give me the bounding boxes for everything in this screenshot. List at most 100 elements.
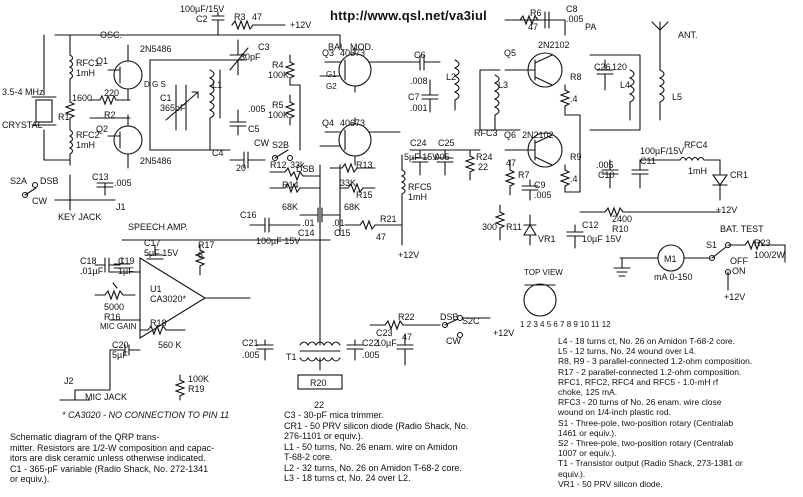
c6-value: .008 [410, 76, 428, 86]
c9-ref: C9 [534, 180, 546, 190]
q6-value: 2N2102 [522, 130, 554, 140]
c12-value: 10µF 15V [582, 234, 622, 244]
caption-mid: C3 - 30-pF mica trimmer. CR1 - 50 PRV si… [284, 410, 549, 484]
ant-label: ANT. [678, 30, 698, 40]
cw-label-2: CW [254, 138, 269, 148]
j2-label: J2 [64, 376, 74, 386]
c22-ref: C22 [362, 338, 379, 348]
c20-ref: C20 [112, 340, 129, 350]
caption-line: S2 - Three-pole, two-position rotary (Ce… [558, 438, 734, 449]
c11-value: 100µF/15V [640, 146, 685, 156]
c17-ref: C17 [144, 238, 161, 248]
q1-pin-labels: D G S [144, 80, 166, 89]
dsb-label-1: DSB [40, 176, 59, 186]
c19-value: 1µF [118, 266, 134, 276]
c8-value: .005 [566, 14, 584, 24]
dsb-label-3: DSB [440, 312, 459, 322]
g1-label: G1 [326, 70, 337, 79]
caption-line: equiv.). [558, 468, 586, 479]
r21-value: 47 [376, 232, 387, 242]
r14-ref: R14 [282, 180, 299, 190]
top-view-label: TOP VIEW [524, 268, 563, 277]
r22-ref: R22 [398, 312, 415, 322]
r2-ref: R2 [104, 110, 116, 120]
caption-left: Schematic diagram of the QRP trans- mitt… [10, 432, 270, 485]
c22-value: .005 [362, 350, 380, 360]
r15-ref: R15 [356, 190, 373, 200]
supply-label-2: +12V [398, 250, 420, 260]
osc-label: OSC. [100, 30, 123, 40]
l3-ref: L3 [498, 80, 509, 90]
c11-ref: C11 [640, 156, 656, 166]
c3-ref: C3 [258, 42, 270, 52]
s2b-label: S2B [272, 140, 290, 150]
off-label: OFF [730, 256, 748, 266]
r22-value: 47 [402, 332, 413, 342]
r1-value: 1600 [72, 93, 93, 103]
supply-label-1: +12V [290, 20, 312, 30]
r11-value: 300 [482, 222, 498, 232]
caption-line: 1461 or equiv.). [558, 427, 617, 438]
r13-value: 33K [340, 178, 357, 188]
r18-value: 560 K [158, 340, 182, 350]
r18-ref: R18 [150, 318, 167, 328]
caption-line: RFC1, RFC2, RFC4 and RFC5 - 1.0-mH rf [558, 376, 719, 387]
l1-ref: L1 [212, 80, 223, 90]
c10-ref: C10 [598, 170, 615, 180]
q3-value: 40673 [340, 48, 366, 58]
u1-pin-labels: 1 2 3 4 5 6 7 8 9 10 11 12 [520, 320, 611, 329]
r7-ref: R7 [518, 170, 530, 180]
c24-value: 5µF 15V [404, 152, 439, 162]
q4-value: 40673 [340, 118, 366, 128]
c24-ref: C24 [410, 138, 427, 148]
meter-ref: M1 [664, 254, 677, 264]
rfc2-value: 1mH [76, 140, 96, 150]
r13-ref: R13 [356, 160, 373, 170]
r7-value: 47 [506, 158, 517, 168]
supply-label-4: +12V [493, 328, 515, 338]
caption-line: CR1 - 50 PRV silicon diode (Radio Shack,… [284, 420, 469, 431]
c3-value: 30pF [240, 52, 261, 62]
q1-ref: Q1 [96, 56, 109, 66]
on-label: ON [732, 266, 746, 276]
c8-ref: C8 [566, 4, 578, 14]
c10-value: .005 [596, 160, 614, 170]
c1-ref: C1 [160, 93, 172, 103]
q4-ref: Q4 [322, 118, 335, 128]
c15-ref: C15 [334, 228, 351, 238]
caption-line: L5 - 12 turns, No. 24 wound over L4. [558, 346, 696, 357]
caption-line: RFC3 - 20 turns of No. 26 enam. wire clo… [558, 397, 722, 408]
c25-value: .005 [432, 152, 450, 162]
r14-value: 68K [282, 202, 299, 212]
dsb-label-2: DSB [296, 164, 315, 174]
vr1-ref: VR1 [538, 234, 556, 244]
l4-ref: L4 [620, 80, 631, 90]
source-url: http://www.qsl.net/va3iul [330, 8, 487, 23]
caption-line: L4 - 18 turns ct, No. 26 on Amidon T-68-… [558, 336, 736, 346]
c23-ref: C23 [376, 328, 393, 338]
r5-value: 100K [268, 110, 290, 120]
c12-ref: C12 [582, 220, 599, 230]
caption-line: L1 - 50 turns, No. 26 enam. wire on Amid… [284, 441, 458, 452]
c7-ref: C7 [408, 92, 420, 102]
bal-mod-label: BAL. MOD. [328, 42, 374, 52]
r20-value: 22 [314, 400, 325, 410]
footnote: * CA3020 - NO CONNECTION TO PIN 11 [62, 410, 230, 420]
c13-ref: C13 [92, 172, 109, 182]
r5-ref: R5 [272, 100, 284, 110]
pa-label: PA [585, 22, 597, 32]
c15-value: .01 [332, 218, 345, 228]
crystal-freq-label: 3.5-4 MHz [2, 87, 44, 97]
c6-ref: C6 [414, 50, 426, 60]
c16-ref: C16 [240, 210, 257, 220]
rfc2-ref: RFC2 [76, 130, 100, 140]
speech-amp-label: SPEECH AMP. [128, 222, 188, 232]
caption-line: 1007 or equiv.). [558, 448, 617, 459]
caption-line: R17 - 2 parallel-connected 1.2-ohm compo… [558, 366, 742, 377]
r1-ref: R1 [58, 112, 70, 122]
l2-ref: L2 [446, 72, 457, 82]
crystal-label: CRYSTAL [2, 120, 43, 130]
c26-ref: C26 [594, 62, 611, 72]
c23-value: 10µF [376, 338, 397, 348]
r8-value: .4 [570, 94, 578, 104]
